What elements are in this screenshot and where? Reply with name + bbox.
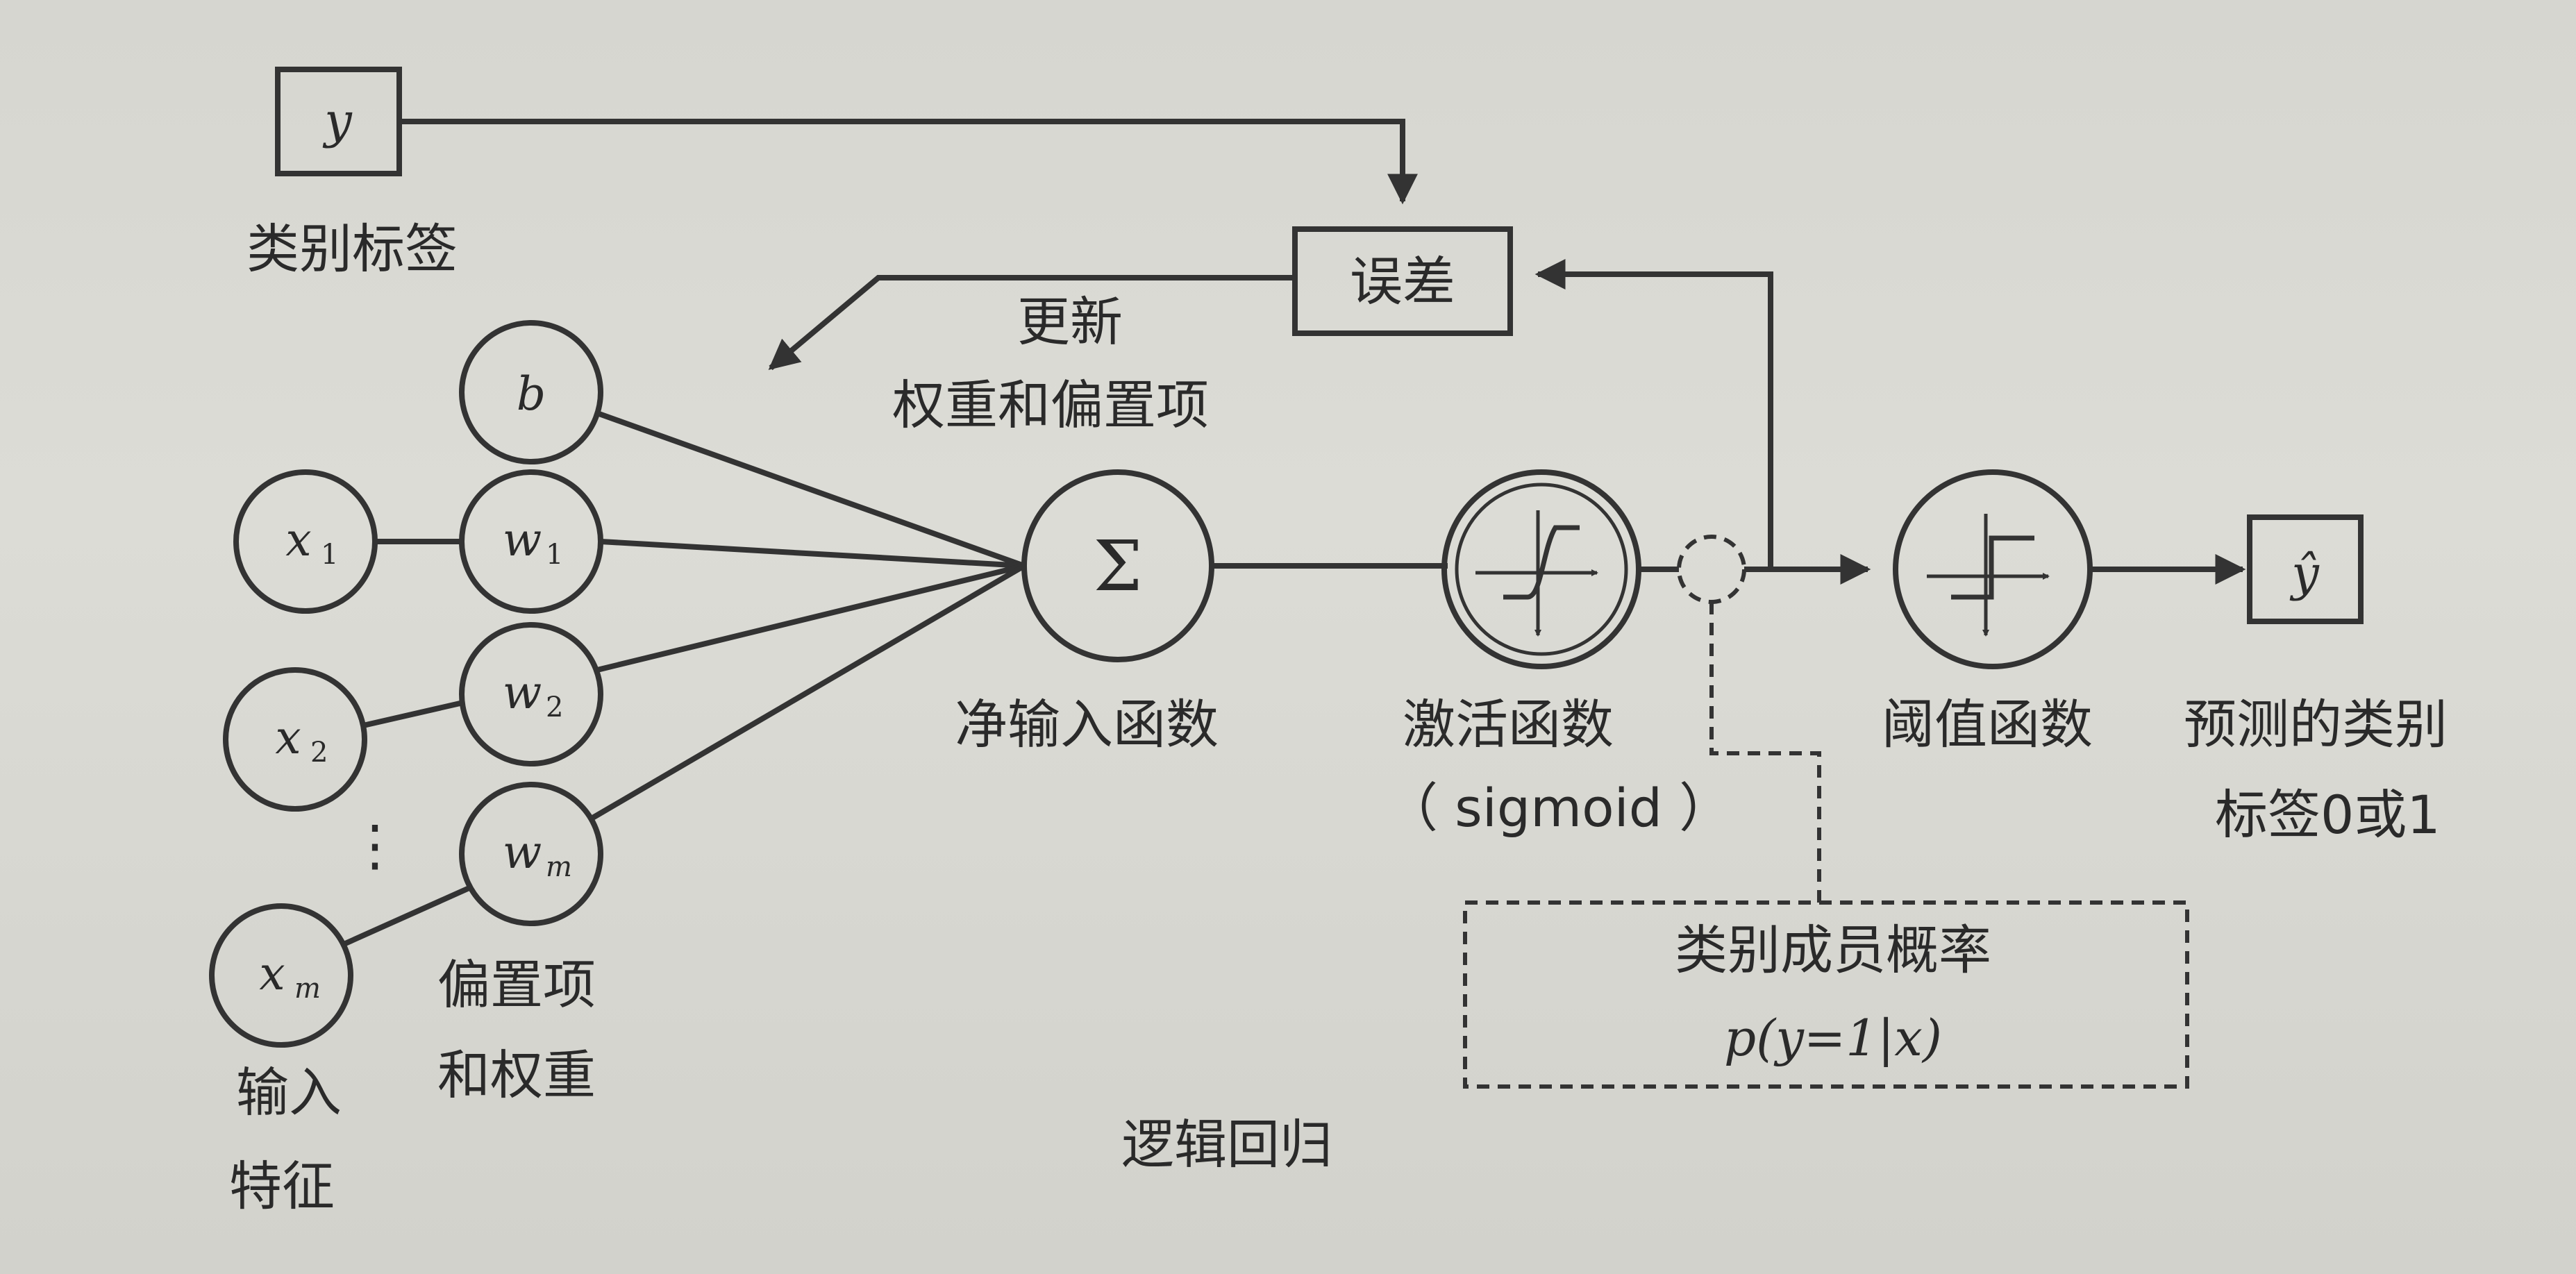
x2-subscript: 2 [310, 737, 328, 769]
update-line2: 权重和偏置项 [892, 374, 1209, 436]
weight-node-wm: w m [459, 782, 603, 926]
threshold-node [1893, 469, 2093, 669]
predicted-label-box: ŷ [2247, 514, 2364, 624]
x1-subscript: 1 [321, 539, 338, 571]
w1-sum-edge [600, 539, 1025, 569]
net-input-label: 净输入函数 [955, 694, 1219, 755]
input-node-x1: x 1 [233, 469, 378, 614]
diagram-title: 逻辑回归 [1121, 1114, 1332, 1175]
input-node-x2: x 2 [223, 667, 367, 812]
bias-weights-line1: 偏置项 [437, 954, 596, 1016]
wm-symbol: w [503, 825, 542, 879]
weight-node-w2: w 2 [459, 622, 603, 766]
w1-subscript: 1 [546, 539, 563, 571]
bias-symbol: b [517, 367, 546, 421]
xm-subscript: m [294, 973, 321, 1005]
net-input-node: Σ [1021, 469, 1214, 662]
w2-subscript: 2 [546, 692, 563, 723]
class-label-box: y [275, 67, 402, 176]
xm-wm-edge [342, 885, 472, 947]
input-line1: 输入 [236, 1062, 342, 1123]
error-box: 误差 [1292, 226, 1513, 336]
update-line1: 更新 [1017, 291, 1123, 353]
membership-formula: p(y=1|x) [1724, 1009, 1942, 1067]
class-label-caption: 类别标签 [246, 218, 458, 280]
y-symbol: y [322, 92, 353, 149]
ellipsis-dots: ⋮ [347, 813, 403, 878]
w2-sum-edge [596, 563, 1025, 673]
sigmoid-icon [1475, 510, 1598, 637]
w1-symbol: w [503, 513, 542, 567]
wm-subscript: m [546, 851, 572, 883]
input-node-xm: x m [209, 903, 353, 1048]
probability-tap-node [1677, 535, 1746, 604]
x1-symbol: x [285, 513, 311, 567]
error-label: 误差 [1350, 251, 1455, 312]
activation-node [1441, 469, 1641, 669]
sigma-icon: Σ [1094, 526, 1143, 607]
predicted-line1: 预测的类别 [2184, 694, 2448, 755]
input-line2: 特征 [229, 1155, 335, 1217]
weight-node-w1: w 1 [459, 469, 603, 614]
activation-label: 激活函数 [1403, 694, 1614, 755]
w2-symbol: w [503, 666, 542, 719]
wm-sum-edge [588, 563, 1026, 822]
bias-node: b [459, 320, 603, 464]
predicted-line2: 标签0或1 [2215, 784, 2441, 846]
bias-sum-edge [596, 410, 1026, 569]
membership-probability-box: 类别成员概率 p(y=1|x) [1463, 900, 2189, 1089]
x2-symbol: x [275, 711, 301, 764]
membership-title: 类别成员概率 [1675, 919, 1991, 981]
y-hat-symbol: ŷ [2289, 545, 2320, 602]
label-to-error-arrow [399, 119, 1418, 205]
activation-to-error-arrow [1534, 259, 1773, 569]
threshold-label: 阈值函数 [1882, 694, 2093, 755]
probability-dashed-connector [1709, 602, 1821, 903]
update-weights-arrow [768, 275, 1295, 371]
bias-weights-line2: 和权重 [437, 1044, 596, 1106]
step-function-icon [1927, 514, 2050, 637]
activation-sublabel: （ sigmoid ） [1385, 777, 1732, 839]
xm-symbol: x [259, 947, 285, 1000]
x2-w2-edge [362, 700, 464, 728]
